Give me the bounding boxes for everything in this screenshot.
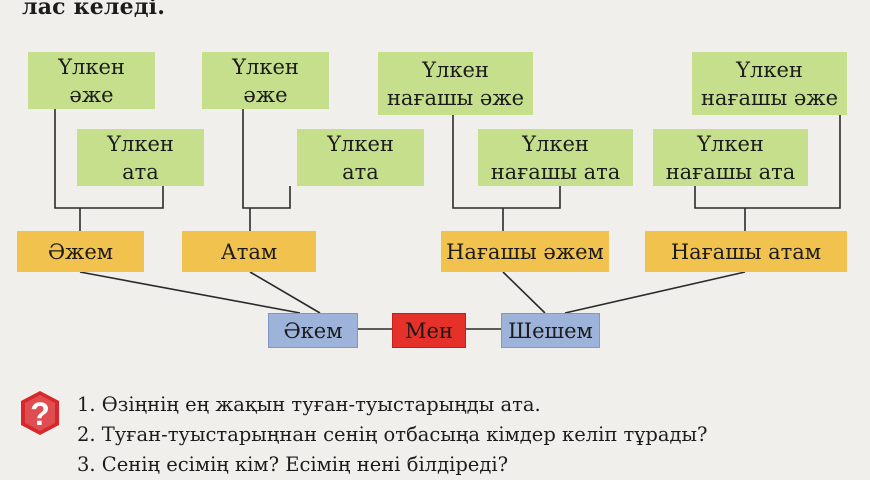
great-grandfather-paternal-1: Үлкен ата bbox=[77, 129, 204, 186]
question-item: 1. Өзіңнің ең жақын туған-туыстарыңды ат… bbox=[77, 393, 541, 416]
great-grandmother-maternal-1: Үлкен нағашы әже bbox=[378, 52, 533, 115]
grandfather-maternal: Нағашы атам bbox=[645, 231, 847, 272]
grandmother-maternal: Нағашы әжем bbox=[441, 231, 609, 272]
svg-text:?: ? bbox=[30, 396, 50, 432]
great-grandmother-paternal-1: Үлкен әже bbox=[28, 52, 155, 109]
great-grandfather-maternal-1: Үлкен нағашы ата bbox=[478, 129, 633, 186]
intro-fragment: лас келеді. bbox=[22, 0, 166, 20]
great-grandmother-paternal-2: Үлкен әже bbox=[202, 52, 329, 109]
question-item: 3. Сенің есімің кім? Есімің нені білдіре… bbox=[77, 453, 509, 476]
grandmother-paternal: Әжем bbox=[17, 231, 144, 272]
father-box: Әкем bbox=[268, 313, 358, 348]
great-grandfather-maternal-2: Үлкен нағашы ата bbox=[653, 129, 808, 186]
great-grandmother-maternal-2: Үлкен нағашы әже bbox=[692, 52, 847, 115]
question-item: 2. Туған-туыстарыңнан сенің отбасыңа кім… bbox=[77, 423, 708, 446]
question-list: 1. Өзіңнің ең жақын туған-туыстарыңды ат… bbox=[77, 390, 707, 480]
grandfather-paternal: Атам bbox=[182, 231, 316, 272]
me-box: Мен bbox=[392, 313, 466, 348]
mother-box: Шешем bbox=[501, 313, 600, 348]
great-grandfather-paternal-2: Үлкен ата bbox=[297, 129, 424, 186]
question-mark-icon: ? bbox=[21, 391, 59, 435]
